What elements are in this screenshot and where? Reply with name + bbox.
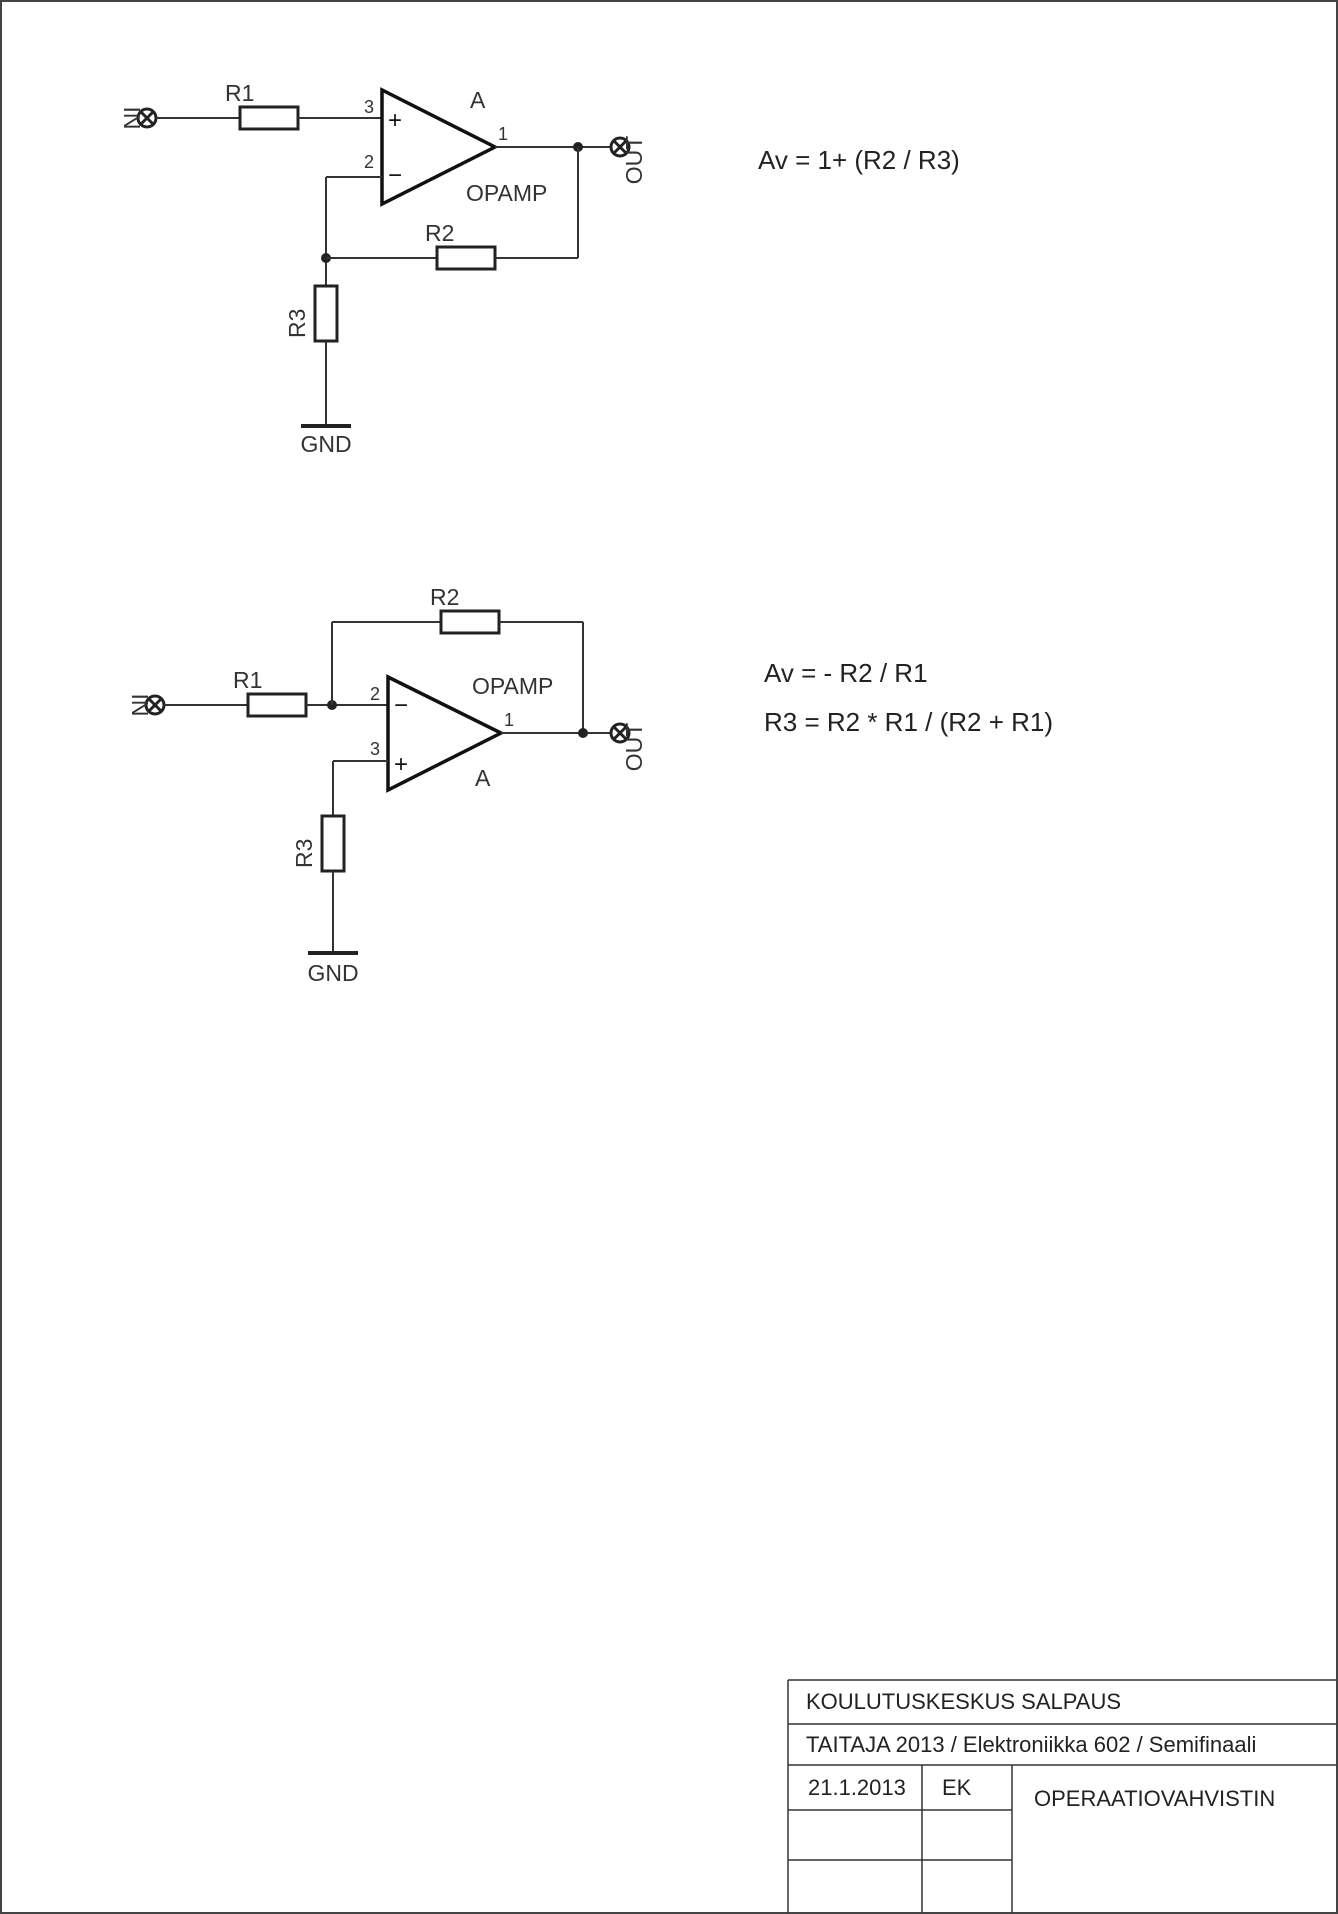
resistor-r3	[320, 814, 346, 873]
pin-noninverting: 3	[364, 97, 374, 117]
pin-inverting: 2	[364, 152, 374, 172]
output-terminal-icon	[609, 722, 631, 744]
resistor-r3-label: R3	[291, 839, 317, 868]
pin-inverting: 2	[370, 684, 380, 704]
resistor-r2	[435, 245, 497, 271]
pin-noninverting: 3	[370, 739, 380, 759]
ground-label: GND	[300, 431, 351, 457]
inverting-gain-formula: Av = - R2 / R1	[764, 658, 928, 688]
output-terminal-icon	[609, 136, 631, 158]
non-inverting-amplifier: IN R1 + − 3 2 1 A OPAMP OUT R2	[119, 80, 647, 457]
input-label: IN	[127, 694, 153, 717]
output-label: OUT	[621, 723, 647, 772]
resistor-r1	[238, 105, 300, 131]
resistor-r1-label: R1	[233, 667, 262, 693]
resistor-r3	[313, 284, 339, 343]
pin-output: 1	[498, 124, 508, 144]
opamp-reference: A	[475, 765, 491, 791]
drawing-author: EK	[942, 1775, 972, 1800]
resistor-r2	[439, 609, 501, 635]
output-label: OUT	[621, 136, 647, 185]
title-block: KOULUTUSKESKUS SALPAUS TAITAJA 2013 / El…	[787, 1679, 1337, 1913]
organization-name: KOULUTUSKESKUS SALPAUS	[806, 1689, 1121, 1714]
resistor-r2-label: R2	[425, 220, 454, 246]
noninverting-gain-formula: Av = 1+ (R2 / R3)	[758, 145, 960, 175]
resistor-r1-label: R1	[225, 80, 254, 106]
opamp-triangle	[380, 87, 499, 207]
bias-resistor-formula: R3 = R2 * R1 / (R2 + R1)	[764, 707, 1053, 737]
junction-dot	[578, 728, 588, 738]
drawing-title: OPERAATIOVAHVISTIN	[1034, 1786, 1275, 1811]
noninverting-sign: +	[394, 751, 408, 778]
opamp-reference: A	[470, 87, 486, 113]
project-name: TAITAJA 2013 / Elektroniikka 602 / Semif…	[806, 1732, 1256, 1757]
inverting-amplifier: IN R1 R2 − + 2 3 1 OPAMP A OUT	[127, 584, 647, 986]
opamp-triangle	[386, 674, 505, 793]
resistor-r1	[246, 692, 308, 718]
pin-output: 1	[504, 710, 514, 730]
resistor-r2-label: R2	[430, 584, 459, 610]
drawing-date: 21.1.2013	[808, 1775, 906, 1800]
resistor-r3-label: R3	[284, 309, 310, 338]
opamp-label: OPAMP	[466, 180, 547, 206]
opamp-label: OPAMP	[472, 673, 553, 699]
noninverting-sign: +	[388, 107, 402, 134]
input-label: IN	[119, 107, 145, 130]
inverting-sign: −	[388, 162, 402, 189]
ground-label: GND	[307, 960, 358, 986]
inverting-sign: −	[394, 692, 408, 719]
